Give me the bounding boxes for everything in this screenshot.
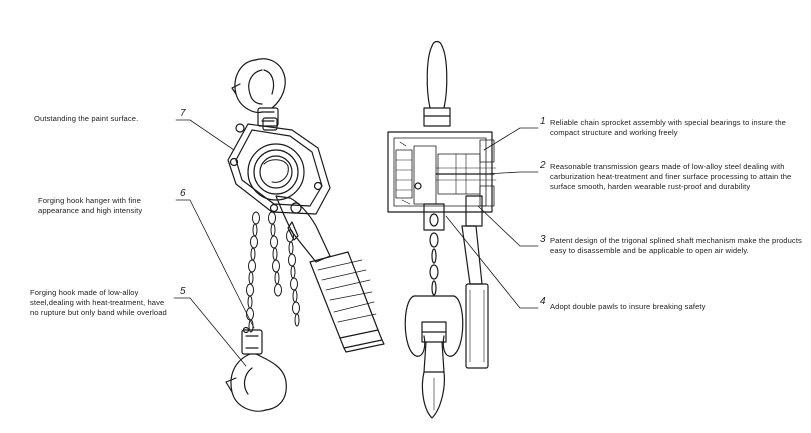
top-hook-left xyxy=(231,58,286,127)
callout-number-7: 7 xyxy=(180,108,186,119)
callout-text-1: Reliable chain sprocket assembly with sp… xyxy=(550,118,786,137)
lever-handle-left xyxy=(275,195,385,353)
callout-number-6: 6 xyxy=(180,188,186,199)
leader-lines xyxy=(173,119,539,367)
chain-guide-right xyxy=(423,203,445,296)
right-hoist-drawing xyxy=(387,40,497,419)
callout-text-2: Reasonable transmission gears made of lo… xyxy=(550,162,792,191)
top-hook-right xyxy=(423,40,451,127)
callout-text-5: Forging hook made of low-alloy steel,dea… xyxy=(30,288,167,317)
callout-text-7: Outstanding the paint surface. xyxy=(34,114,139,123)
callout-number-3: 3 xyxy=(540,234,546,245)
gear-housing-right xyxy=(387,131,497,213)
left-hoist-drawing xyxy=(225,58,385,412)
callout-text-6: Forging hook hanger with fine appearance… xyxy=(38,196,143,215)
callout-number-2: 2 xyxy=(540,160,546,171)
hoist-body-left xyxy=(227,117,331,215)
bottom-hook-left xyxy=(225,326,287,412)
lever-handle-right xyxy=(461,195,489,369)
callout-text-4: Adopt double pawls to insure breaking sa… xyxy=(550,302,706,311)
load-chain-left xyxy=(246,211,300,333)
callout-text-3: Patent design of the trigonal splined sh… xyxy=(550,236,802,255)
callout-number-1: 1 xyxy=(540,116,546,127)
callout-number-5: 5 xyxy=(180,286,186,297)
callout-number-4: 4 xyxy=(540,296,546,307)
bottom-hook-right xyxy=(404,295,464,419)
